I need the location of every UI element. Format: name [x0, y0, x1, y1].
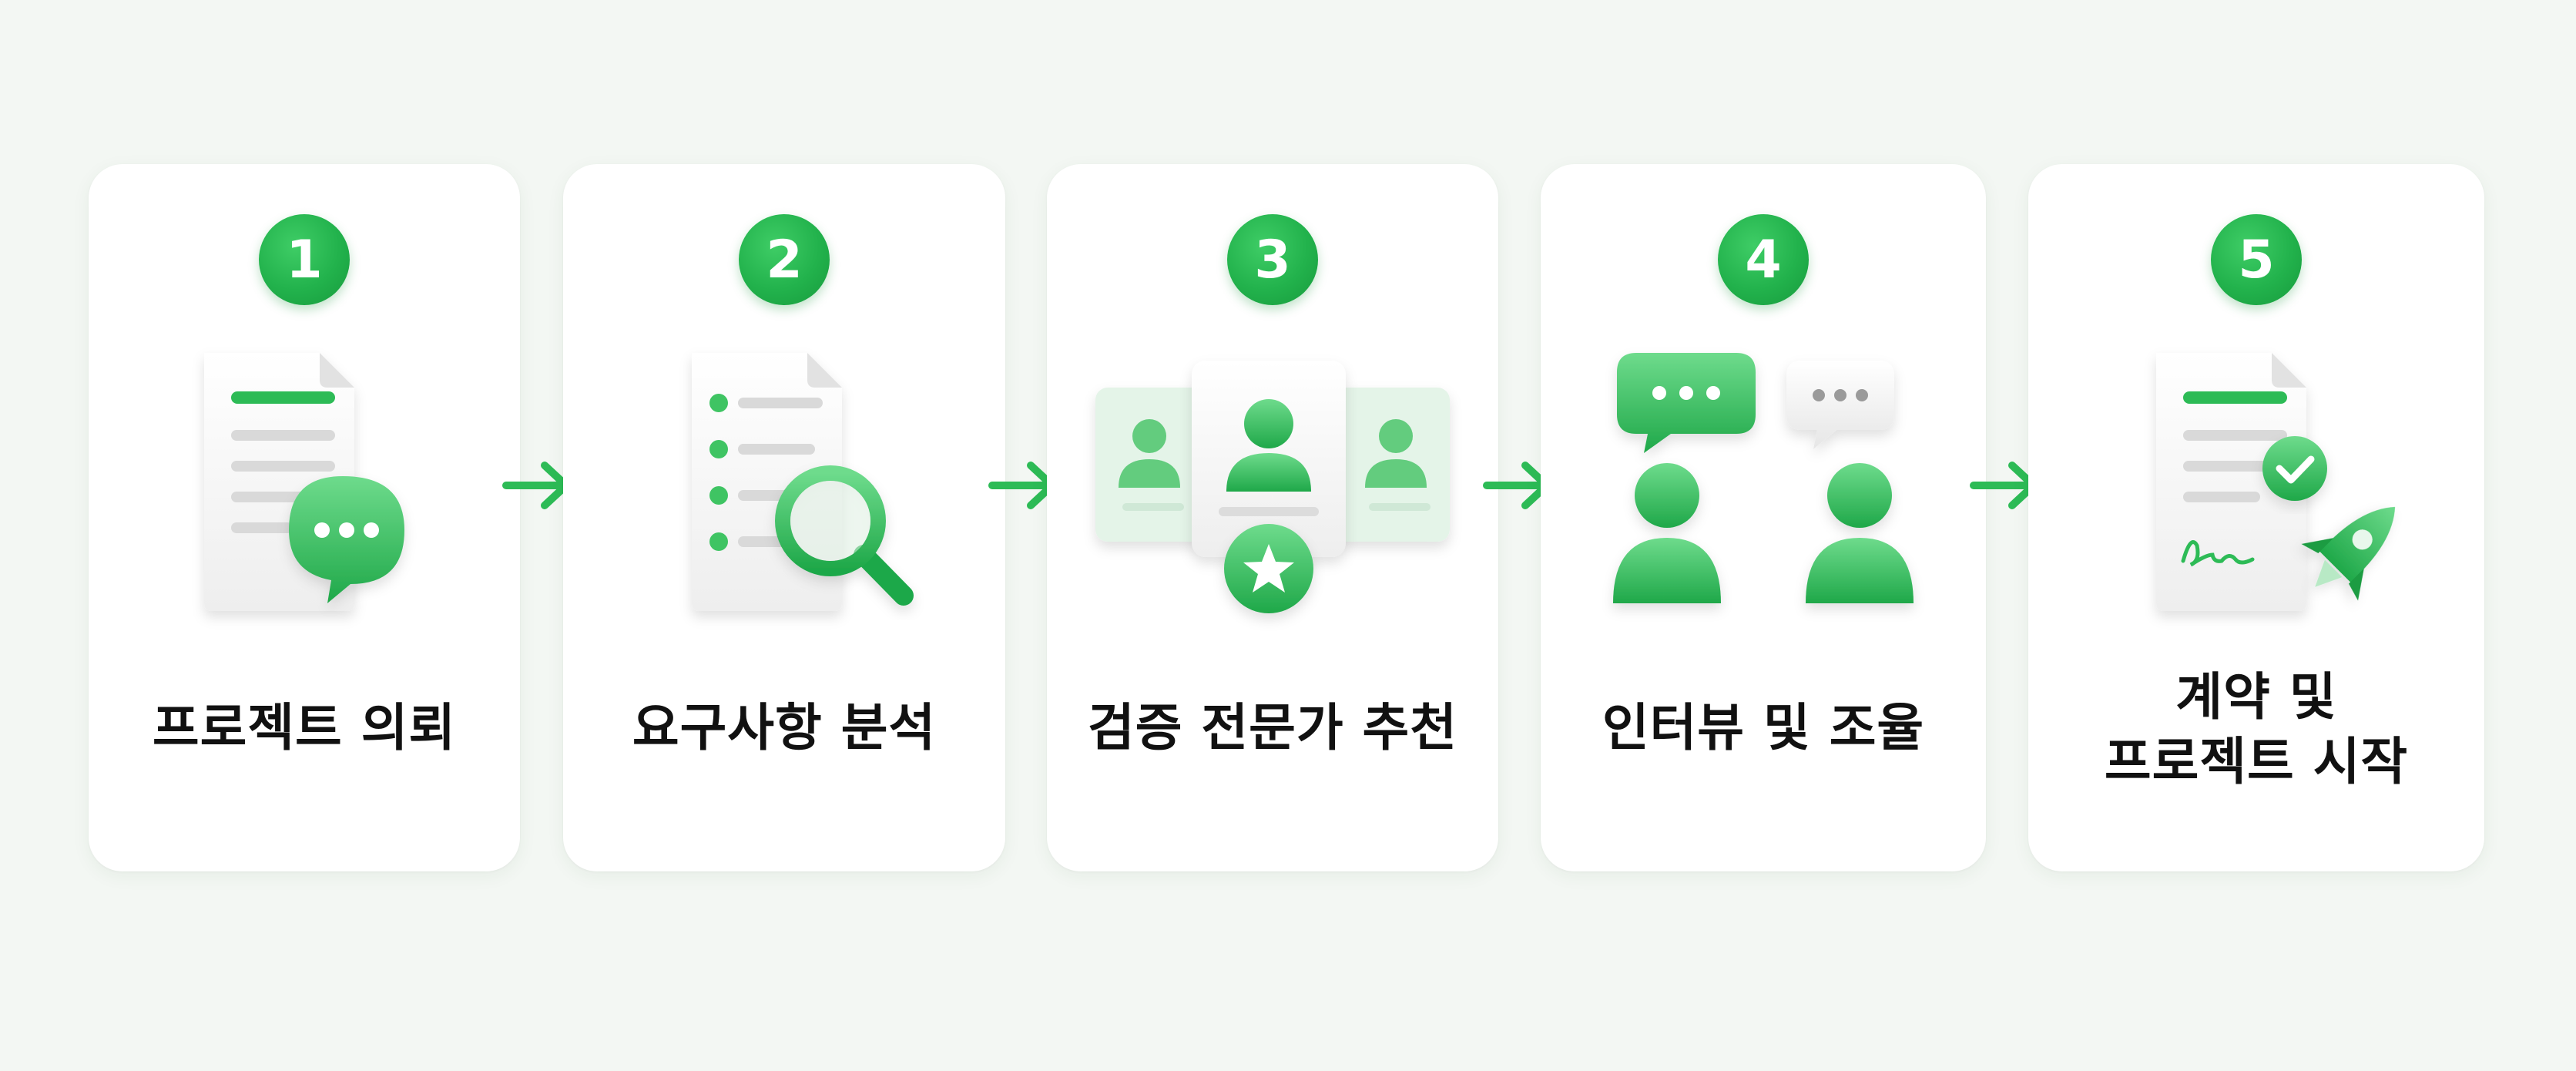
- step-card-1: 1 프로젝트 의뢰: [89, 164, 520, 871]
- step-card-5: 5: [2028, 164, 2484, 871]
- step-number-badge: 5: [2211, 214, 2302, 305]
- step-card-3: 3: [1047, 164, 1498, 871]
- interview-chat-icon: [1582, 337, 1944, 630]
- expert-profiles-star-icon: [1092, 337, 1454, 630]
- step-card-2: 2 요구사항 분석: [563, 164, 1005, 871]
- step-label: 계약 및 프로젝트 시작: [2028, 665, 2484, 794]
- step-label: 인터뷰 및 조율: [1602, 698, 1925, 757]
- step-label-line-1: 계약 및: [2175, 667, 2337, 727]
- step-number-badge: 3: [1227, 214, 1318, 305]
- step-number-badge: 1: [259, 214, 350, 305]
- step-label: 검증 전문가 추천: [1088, 698, 1457, 757]
- step-number-badge: 2: [739, 214, 830, 305]
- contract-rocket-icon: [2075, 337, 2437, 630]
- document-chat-icon: [123, 337, 485, 630]
- step-label: 요구사항 분석: [632, 698, 937, 757]
- step-label-line-2: 프로젝트 시작: [2104, 732, 2409, 791]
- step-number-badge: 4: [1718, 214, 1809, 305]
- checklist-magnifier-icon: [603, 337, 965, 630]
- step-card-4: 4: [1541, 164, 1986, 871]
- step-label: 프로젝트 의뢰: [152, 698, 457, 757]
